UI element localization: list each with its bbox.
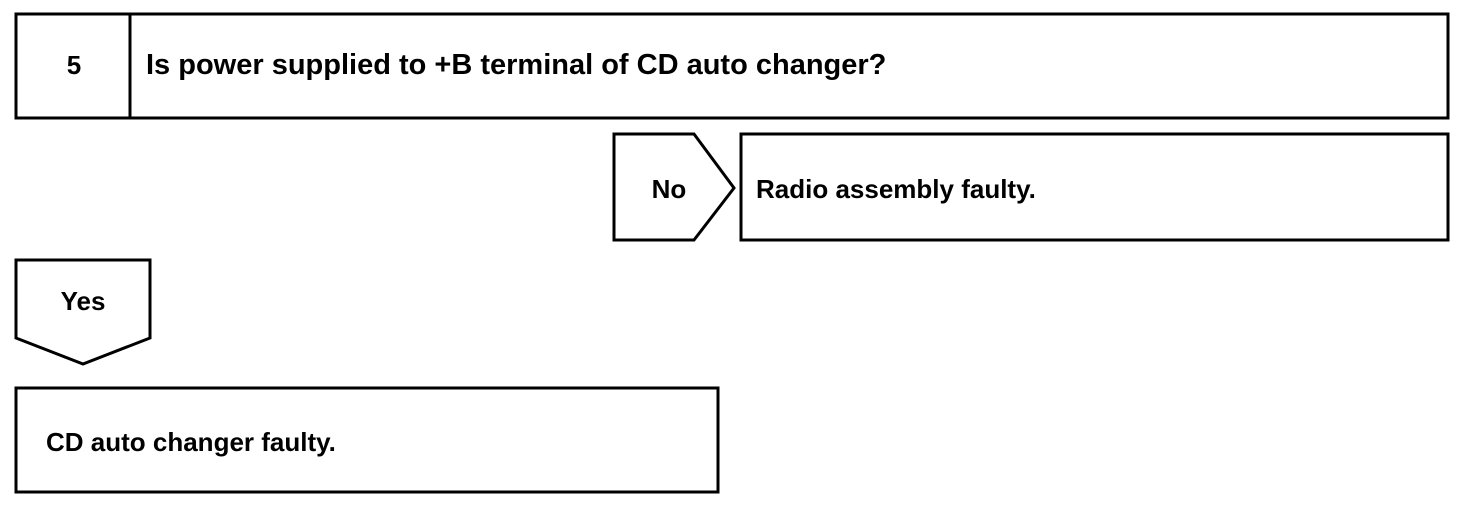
yes-branch-label: Yes bbox=[60, 286, 106, 316]
step-question: Is power supplied to +B terminal of CD a… bbox=[146, 49, 887, 81]
no-branch-result: Radio assembly faulty. bbox=[756, 174, 1036, 204]
step-box bbox=[14, 12, 1450, 120]
yes-arrow bbox=[14, 258, 152, 366]
yes-branch-result: CD auto changer faulty. bbox=[46, 427, 336, 457]
no-arrow bbox=[612, 132, 736, 242]
step-number: 5 bbox=[66, 50, 82, 80]
no-result-box bbox=[739, 132, 1450, 242]
yes-result-box bbox=[14, 386, 720, 494]
no-branch-label: No bbox=[651, 174, 687, 204]
